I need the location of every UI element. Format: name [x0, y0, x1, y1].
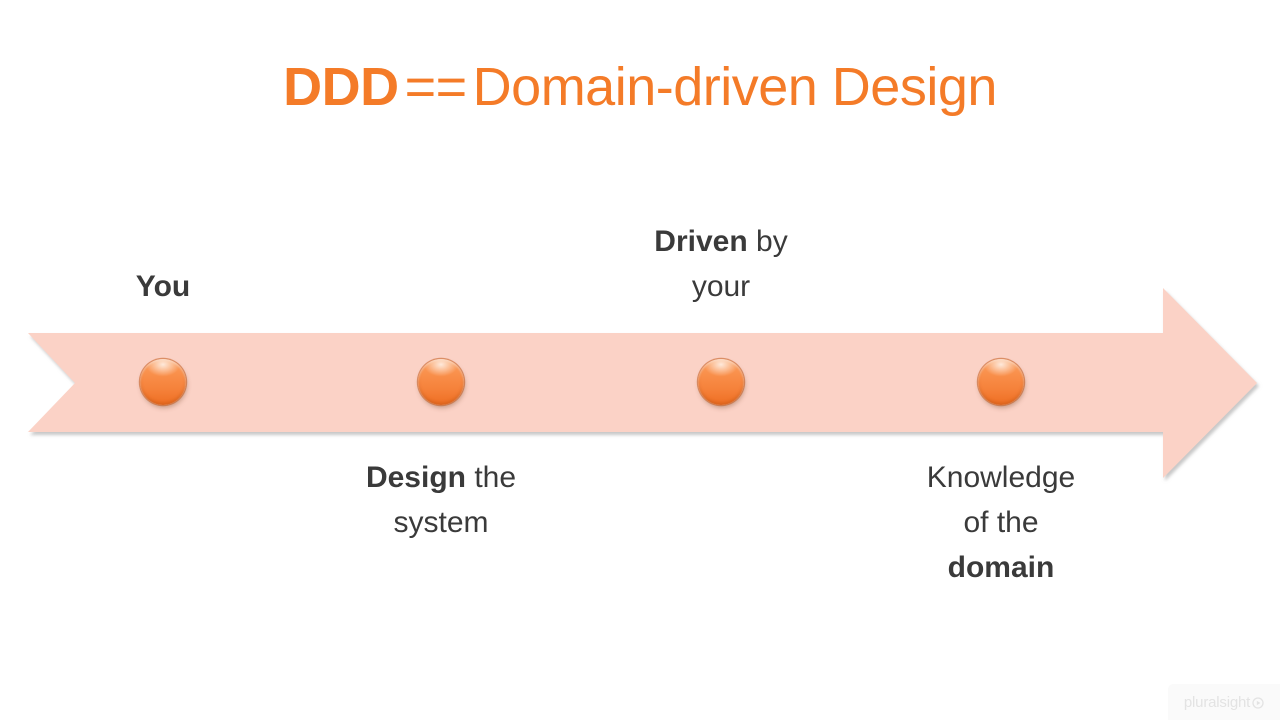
milestone-dot-4[interactable]	[978, 359, 1024, 405]
title-operator: ==	[404, 57, 468, 117]
milestone-label-you: You	[63, 264, 263, 309]
milestone-label-design: Design the system	[330, 455, 552, 545]
title-expansion: Domain-driven Design	[472, 57, 998, 117]
label-bold: domain	[947, 551, 1055, 584]
play-circle-icon	[1252, 696, 1264, 709]
pluralsight-watermark: pluralsight	[1168, 684, 1280, 720]
process-arrow-graphic	[18, 278, 1268, 493]
label-regular: of the	[963, 506, 1039, 539]
label-regular: by	[747, 225, 788, 258]
milestone-dot-3[interactable]	[698, 359, 744, 405]
label-line: of the	[888, 500, 1114, 545]
label-line: system	[330, 500, 552, 545]
milestone-dot-1[interactable]	[140, 359, 186, 405]
label-line: Driven by	[610, 219, 832, 264]
label-line: your	[610, 264, 832, 309]
label-regular: your	[691, 270, 751, 303]
page-title: DDD==Domain-driven Design	[0, 56, 1280, 118]
label-bold: Design	[365, 461, 466, 494]
watermark-label: pluralsight	[1183, 693, 1251, 711]
milestone-label-driven: Driven by your	[610, 219, 832, 309]
label-line: Knowledge	[888, 455, 1114, 500]
arrow-svg	[28, 288, 1257, 478]
milestone-label-knowledge: Knowledge of the domain	[888, 455, 1114, 590]
label-regular: Knowledge	[926, 461, 1076, 494]
label-bold: You	[135, 270, 191, 303]
label-regular: the	[465, 461, 517, 494]
label-line: Design the	[330, 455, 552, 500]
label-bold: Driven	[654, 225, 748, 258]
label-line: You	[63, 264, 263, 309]
arrow-shape	[28, 288, 1257, 478]
label-regular: system	[393, 506, 489, 539]
title-abbreviation: DDD	[283, 57, 399, 117]
label-line: domain	[888, 545, 1114, 590]
milestone-dot-2[interactable]	[418, 359, 464, 405]
